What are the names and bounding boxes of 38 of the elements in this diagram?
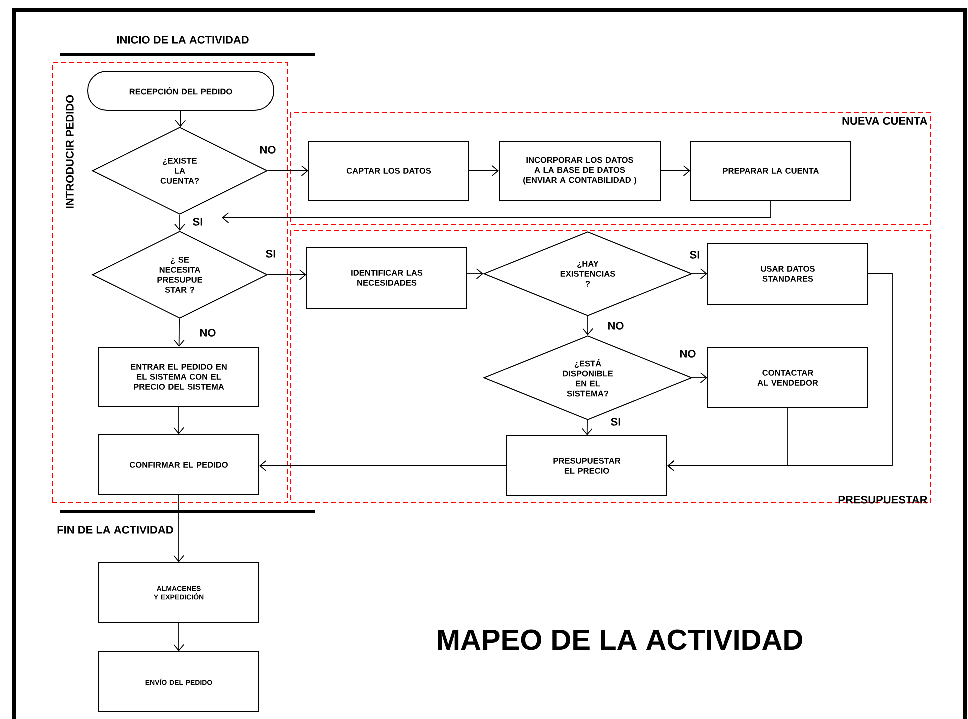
edge-label: NO: [258, 145, 278, 155]
group-heading: PRESUPUESTAR: [838, 496, 928, 504]
process-box: IDENTIFICAR LAS NECESIDADES: [306, 247, 468, 309]
arrow: [174, 495, 184, 562]
edge-label: NO: [198, 328, 218, 338]
arrow: [260, 460, 507, 472]
arrow: [660, 166, 690, 176]
arrow: [174, 406, 184, 434]
arrow: [582, 316, 594, 336]
arrow: [174, 318, 185, 347]
arrow: [222, 200, 772, 224]
group-heading: NUEVA CUENTA: [842, 117, 928, 125]
process-box: PRESUPUESTAR EL PRECIO: [506, 436, 668, 496]
section-label: FIN DE LA ACTIVIDAD: [58, 526, 174, 534]
title: MAPEO DE LA ACTIVIDAD: [438, 630, 802, 650]
arrow: [692, 372, 708, 384]
arrow: [582, 420, 593, 436]
process-box: USAR DATOS STANDARES: [708, 243, 868, 305]
process-box: PREPARAR LA CUENTA: [690, 141, 852, 201]
arrow: [469, 166, 499, 176]
arrow: [268, 166, 308, 176]
arrow: [174, 623, 184, 652]
edge-label: SI: [688, 250, 702, 260]
process-box: INCORPORAR LOS DATOS A LA BASE DE DATOS (ENVIAR A CONTABILIDAD ): [499, 141, 661, 201]
process-box: CONFIRMAR EL PEDIDO: [98, 434, 260, 496]
edge-label: NO: [606, 321, 626, 331]
section-label: INICIO DE LA ACTIVIDAD: [117, 36, 249, 44]
arrow: [467, 268, 484, 280]
arrow: [174, 214, 186, 231]
arrow: [268, 270, 306, 280]
process-box: CONTACTAR AL VENDEDOR: [708, 348, 868, 408]
group-heading: INTRODUCIR PEDIDO: [66, 95, 74, 208]
edge-label: SI: [192, 217, 204, 227]
process-box: ENTRAR EL PEDIDO EN EL SISTEMA CON EL PRECIO DEL SISTEMA: [98, 347, 260, 407]
arrow: [175, 110, 186, 128]
process-box: CAPTAR LOS DATOS: [308, 141, 470, 201]
arrow: [692, 268, 708, 280]
arrow: [668, 408, 788, 472]
